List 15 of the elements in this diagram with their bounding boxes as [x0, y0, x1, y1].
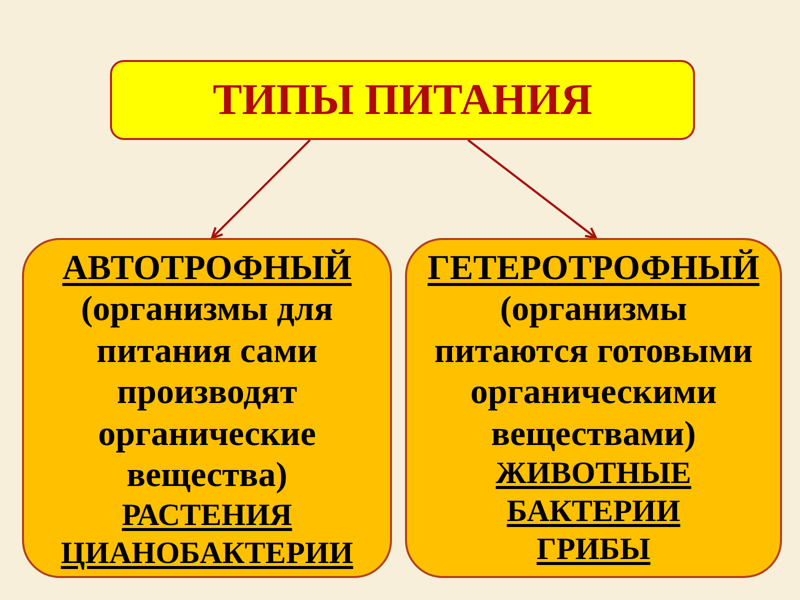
arrow — [467, 139, 598, 240]
example-label: РАСТЕНИЯ — [122, 496, 292, 534]
example-label: ГРИБЫ — [536, 530, 650, 568]
process-box — [22, 238, 392, 578]
arrow — [210, 139, 311, 240]
description-text: (организмы питаются готовыми органическими веществами) — [433, 288, 754, 454]
type-heading: АВТОТРОФНЫЙ — [62, 247, 352, 288]
process-box — [405, 238, 782, 578]
example-label: ЦИАНОБАКТЕРИИ — [60, 534, 354, 572]
example-label: БАКТЕРИИ — [506, 492, 680, 530]
heading-text: ТИПЫ ПИТАНИЯ — [212, 75, 592, 125]
description-text: (организмы для питания сами производят органические вещества) — [80, 288, 334, 496]
process-box — [110, 60, 695, 140]
example-label: ЖИВОТНЫЕ — [496, 454, 692, 492]
type-heading: ГЕТЕРОТРОФНЫЙ — [428, 247, 760, 288]
